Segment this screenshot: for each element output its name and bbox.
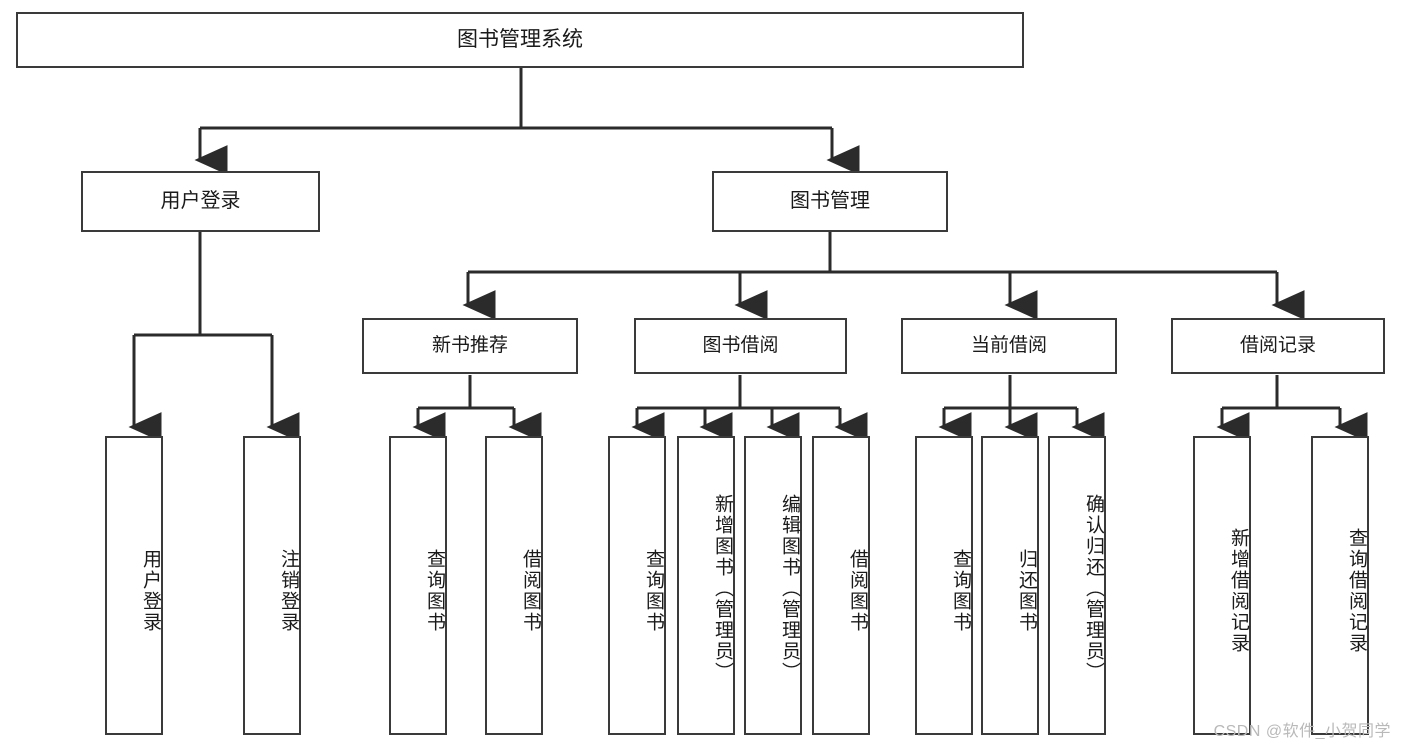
leaf-current-return-book[interactable]: 归还图书 [981,436,1039,735]
leaf-borrow-query-book[interactable]: 查询图书 [608,436,666,735]
node-label: 借阅图书 [847,548,868,633]
leaf-records-query-record[interactable]: 查询借阅记录 [1311,436,1369,735]
node-label: 查询图书 [950,548,971,633]
node-label: 用户登录 [160,190,241,212]
node-label: 用户登录 [140,548,161,633]
node-label: 归还图书 [1016,548,1037,633]
node-label: 新书推荐 [431,335,508,357]
node-book-borrow[interactable]: 图书借阅 [634,318,847,374]
node-new-book-recommend[interactable]: 新书推荐 [362,318,578,374]
node-label: 查询图书 [643,548,664,633]
leaf-borrow-edit-book-admin[interactable]: 编辑图书（管理员） [744,436,802,735]
node-label: 新增图书（管理员） [712,494,733,683]
leaf-user-login-signout[interactable]: 注销登录 [243,436,301,735]
node-label: 编辑图书（管理员） [779,494,800,683]
node-label: 确认归还（管理员） [1083,494,1104,683]
leaf-records-add-record[interactable]: 新增借阅记录 [1193,436,1251,735]
leaf-borrow-borrow-book[interactable]: 借阅图书 [812,436,870,735]
node-label: 查询借阅记录 [1346,527,1367,654]
node-label: 查询图书 [424,548,445,633]
node-label: 借阅记录 [1239,335,1316,357]
node-label: 图书借阅 [702,335,779,357]
node-current-borrow[interactable]: 当前借阅 [901,318,1117,374]
node-root-system[interactable]: 图书管理系统 [16,12,1024,68]
leaf-recommend-query-book[interactable]: 查询图书 [389,436,447,735]
node-label: 新增借阅记录 [1228,527,1249,654]
watermark-text: CSDN @软件_小贺同学 [1213,723,1391,740]
leaf-user-login-signin[interactable]: 用户登录 [105,436,163,735]
node-label: 当前借阅 [970,335,1047,357]
node-label: 图书管理 [790,190,870,212]
leaf-current-confirm-return-admin[interactable]: 确认归还（管理员） [1048,436,1106,735]
node-label: 图书管理系统 [457,27,583,51]
node-label: 借阅图书 [520,548,541,633]
leaf-recommend-borrow-book[interactable]: 借阅图书 [485,436,543,735]
leaf-borrow-add-book-admin[interactable]: 新增图书（管理员） [677,436,735,735]
node-book-management[interactable]: 图书管理 [712,171,948,232]
leaf-current-query-book[interactable]: 查询图书 [915,436,973,735]
node-label: 注销登录 [278,548,299,633]
node-user-login[interactable]: 用户登录 [81,171,320,232]
node-borrow-records[interactable]: 借阅记录 [1171,318,1385,374]
